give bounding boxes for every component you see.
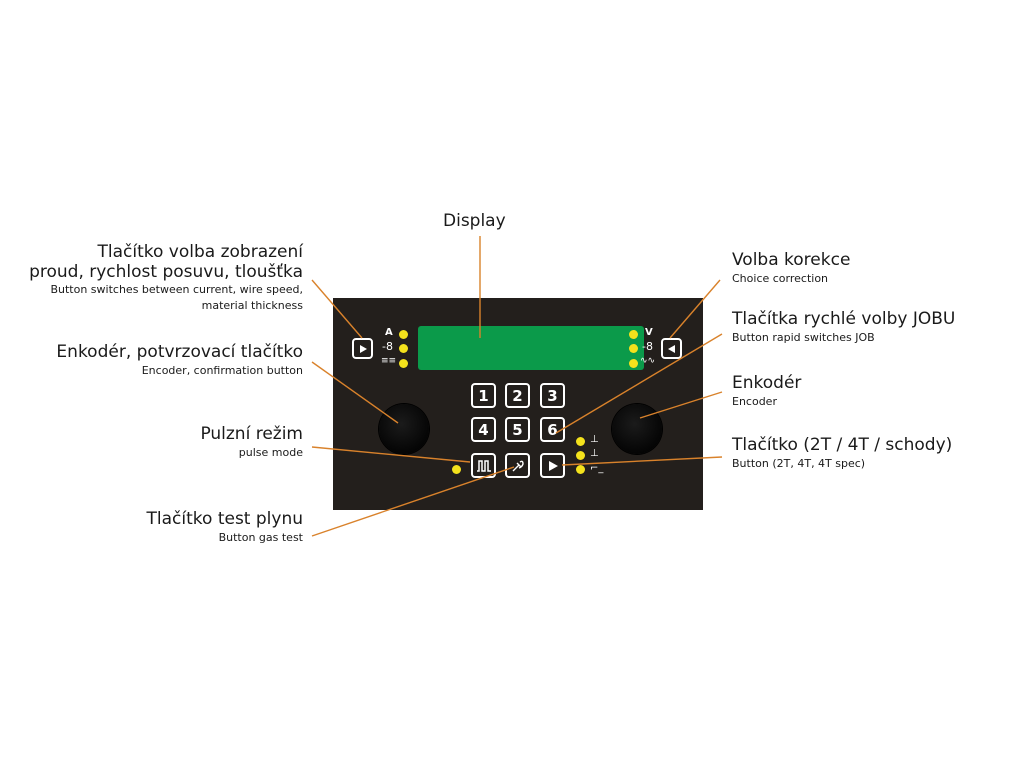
led-2t xyxy=(576,437,585,446)
pulse-label-main: Pulzní režim xyxy=(200,424,303,444)
play-right-icon xyxy=(667,344,675,353)
gas-test-button[interactable] xyxy=(505,453,530,478)
correction-button[interactable] xyxy=(661,338,682,359)
play-icon xyxy=(548,460,558,471)
led-current xyxy=(399,330,408,339)
display-label-main: Display xyxy=(443,211,506,231)
correction-label: Volba korekce Choice correction xyxy=(732,250,851,285)
mode-label-sub: Button (2T, 4T, 4T spec) xyxy=(732,456,866,470)
mode-label: Tlačítko (2T / 4T / schody) Button (2T, … xyxy=(732,435,953,470)
mode-2t-icon: ⊥ xyxy=(590,434,599,445)
view-button-label-line1: Tlačítko volba zobrazení xyxy=(97,242,303,262)
encoder-left-label-main: Enkodér, potvrzovací tlačítko xyxy=(56,342,303,362)
led-4t xyxy=(576,451,585,460)
view-button-label-line2: proud, rychlost posuvu, tloušťka xyxy=(29,261,303,282)
gas-test-label-main: Tlačítko test plynu xyxy=(146,509,303,529)
led-4t-spec xyxy=(576,465,585,474)
encoder-left-label: Enkodér, potvrzovací tlačítko Encoder, c… xyxy=(56,342,303,377)
display-label: Display xyxy=(443,211,506,232)
view-button-sub-line1: Button switches between current, wire sp… xyxy=(50,283,303,297)
correction-label-sub: Choice correction xyxy=(732,271,829,285)
pulse-label: Pulzní režim pulse mode xyxy=(200,424,303,459)
wire-speed-icon: -8 xyxy=(382,340,393,353)
led-wire-speed xyxy=(399,344,408,353)
view-button-label: Tlačítko volba zobrazení proud, rychlost… xyxy=(29,242,303,312)
job-button-6[interactable]: 6 xyxy=(540,417,565,442)
correction-label-main: Volba korekce xyxy=(732,250,851,270)
job-button-1[interactable]: 1 xyxy=(471,383,496,408)
encoder-right[interactable] xyxy=(612,404,662,454)
led-correction xyxy=(629,344,638,353)
pulse-button[interactable] xyxy=(471,453,496,478)
mode-4t-icon: ⊥ xyxy=(590,448,599,459)
control-panel: A -8 ≡≡ V -8 ∿∿ 1 2 3 4 5 6 ⊥ ⊥ ⌐_ xyxy=(333,298,703,510)
led-pulse xyxy=(452,465,461,474)
led-voltage xyxy=(629,330,638,339)
unit-amps: A xyxy=(385,327,393,338)
job-button-3[interactable]: 3 xyxy=(540,383,565,408)
gas-torch-icon xyxy=(512,460,524,471)
gas-test-label-sub: Button gas test xyxy=(218,530,303,544)
pulse-label-sub: pulse mode xyxy=(238,445,303,459)
display-right xyxy=(526,326,644,370)
encoder-right-label-sub: Encoder xyxy=(732,394,777,408)
display-left xyxy=(418,326,536,370)
view-button-sub-line2: material thickness xyxy=(201,298,303,312)
pulse-wave-icon xyxy=(476,459,491,472)
mode-steps-icon: ⌐_ xyxy=(590,463,604,474)
job-label: Tlačítka rychlé volby JOBU Button rapid … xyxy=(732,309,956,344)
encoder-left-label-sub: Encoder, confirmation button xyxy=(141,363,303,377)
led-thickness xyxy=(399,359,408,368)
job-button-4[interactable]: 4 xyxy=(471,417,496,442)
view-select-button[interactable] xyxy=(352,338,373,359)
job-button-2[interactable]: 2 xyxy=(505,383,530,408)
gas-test-label: Tlačítko test plynu Button gas test xyxy=(146,509,303,544)
job-button-5[interactable]: 5 xyxy=(505,417,530,442)
mode-button[interactable] xyxy=(540,453,565,478)
correction-icon: -8 xyxy=(642,340,653,353)
encoder-right-label-main: Enkodér xyxy=(732,373,802,393)
job-label-main: Tlačítka rychlé volby JOBU xyxy=(732,309,956,329)
led-arc xyxy=(629,359,638,368)
unit-volts: V xyxy=(645,327,653,338)
job-label-sub: Button rapid switches JOB xyxy=(732,330,875,344)
encoder-left[interactable] xyxy=(379,404,429,454)
encoder-right-label: Enkodér Encoder xyxy=(732,373,802,408)
mode-label-main: Tlačítko (2T / 4T / schody) xyxy=(732,435,953,455)
thickness-icon: ≡≡ xyxy=(381,356,397,366)
play-left-icon xyxy=(359,344,367,353)
arc-length-icon: ∿∿ xyxy=(640,356,656,366)
